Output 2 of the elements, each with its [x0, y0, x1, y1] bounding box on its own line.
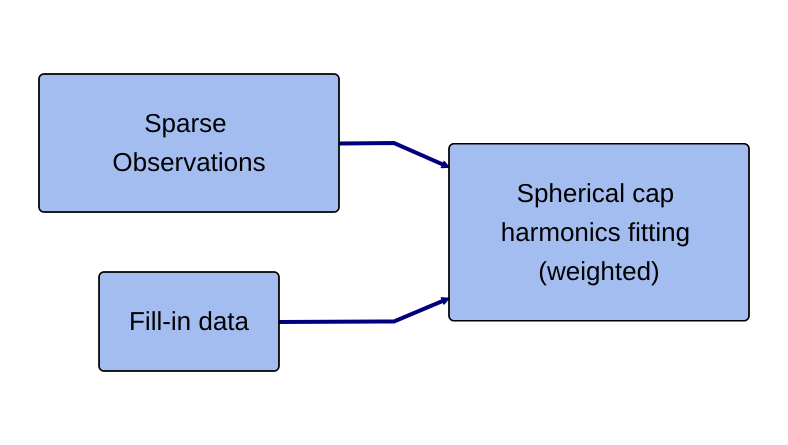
arrow — [339, 141, 450, 168]
arrow — [279, 297, 450, 324]
